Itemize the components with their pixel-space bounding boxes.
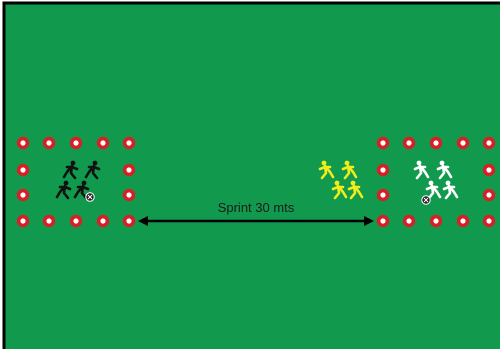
cone-icon bbox=[377, 215, 389, 227]
cone-icon bbox=[377, 189, 389, 201]
cone-icon bbox=[483, 164, 495, 176]
cone-icon bbox=[123, 215, 135, 227]
cone-icon bbox=[430, 137, 442, 149]
cone-icon bbox=[123, 164, 135, 176]
cone-icon bbox=[403, 215, 415, 227]
cone-icon bbox=[483, 137, 495, 149]
cone-icon bbox=[43, 215, 55, 227]
cone-icon bbox=[17, 137, 29, 149]
pitch-area bbox=[4, 3, 500, 349]
cone-icon bbox=[377, 137, 389, 149]
cone-icon bbox=[457, 215, 469, 227]
cone-icon bbox=[17, 164, 29, 176]
cone-icon bbox=[457, 137, 469, 149]
cone-icon bbox=[43, 137, 55, 149]
cone-icon bbox=[17, 215, 29, 227]
cone-icon bbox=[123, 189, 135, 201]
cone-icon bbox=[430, 215, 442, 227]
cone-icon bbox=[483, 189, 495, 201]
cone-icon bbox=[483, 215, 495, 227]
ball-icon bbox=[422, 196, 430, 204]
cone-icon bbox=[403, 137, 415, 149]
cone-icon bbox=[70, 215, 82, 227]
ball-icon bbox=[86, 193, 94, 201]
cone-icon bbox=[17, 189, 29, 201]
cone-icon bbox=[70, 137, 82, 149]
cone-icon bbox=[377, 164, 389, 176]
cone-icon bbox=[123, 137, 135, 149]
cone-icon bbox=[97, 215, 109, 227]
cone-icon bbox=[97, 137, 109, 149]
sprint-label: Sprint 30 mts bbox=[218, 200, 295, 215]
